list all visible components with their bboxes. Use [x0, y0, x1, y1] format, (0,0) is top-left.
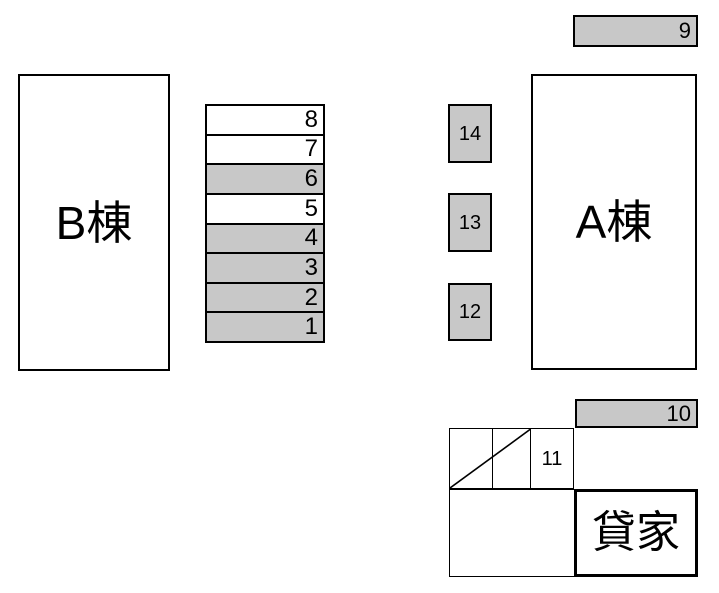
- parking-stall-3: 3: [207, 254, 323, 284]
- building-a: A棟: [531, 74, 697, 370]
- stall-number: 3: [304, 253, 318, 281]
- stall-number: 4: [304, 224, 318, 252]
- parking-stall-10: 10: [575, 399, 698, 428]
- stall-number: 5: [304, 194, 318, 222]
- stall-number: 2: [304, 283, 318, 311]
- garage-row: 11: [449, 428, 574, 489]
- stall-number: 10: [666, 400, 691, 426]
- parking-stall-6: 6: [207, 165, 323, 195]
- parking-stall-13: 13: [448, 193, 492, 252]
- parking-stall-9: 9: [573, 15, 698, 47]
- building-b: B棟: [18, 74, 170, 371]
- parking-stall-4: 4: [207, 224, 323, 255]
- rental-house-label: 貸家: [592, 508, 680, 557]
- parking-stall-11: 11: [531, 429, 573, 488]
- parking-stall-2: 2: [207, 283, 323, 314]
- stall-number: 13: [458, 211, 482, 234]
- stall-number: 1: [304, 313, 318, 341]
- parking-stall-8: 8: [207, 106, 323, 136]
- rental-house: 貸家: [574, 489, 698, 577]
- parking-stall-1: 1: [207, 313, 323, 341]
- parking-stall-12: 12: [448, 283, 492, 341]
- stall-number: 9: [678, 18, 691, 43]
- parking-stall-column: 8 7 6 5 4 3 2 1: [205, 104, 325, 343]
- parking-stall-14: 14: [448, 104, 492, 163]
- stall-number: 11: [541, 447, 563, 470]
- building-a-label: A棟: [575, 196, 653, 248]
- parking-stall-7: 7: [207, 136, 323, 166]
- garage-cell-2: [493, 429, 531, 488]
- parking-stall-5: 5: [207, 195, 323, 225]
- yard-cell: [449, 489, 575, 577]
- stall-number: 8: [304, 105, 318, 133]
- stall-number: 6: [304, 165, 318, 193]
- garage-cell-1: [450, 429, 493, 488]
- stall-number: 14: [458, 122, 482, 145]
- stall-number: 12: [458, 301, 482, 323]
- stall-number: 7: [304, 135, 318, 163]
- building-b-label: B棟: [55, 196, 133, 249]
